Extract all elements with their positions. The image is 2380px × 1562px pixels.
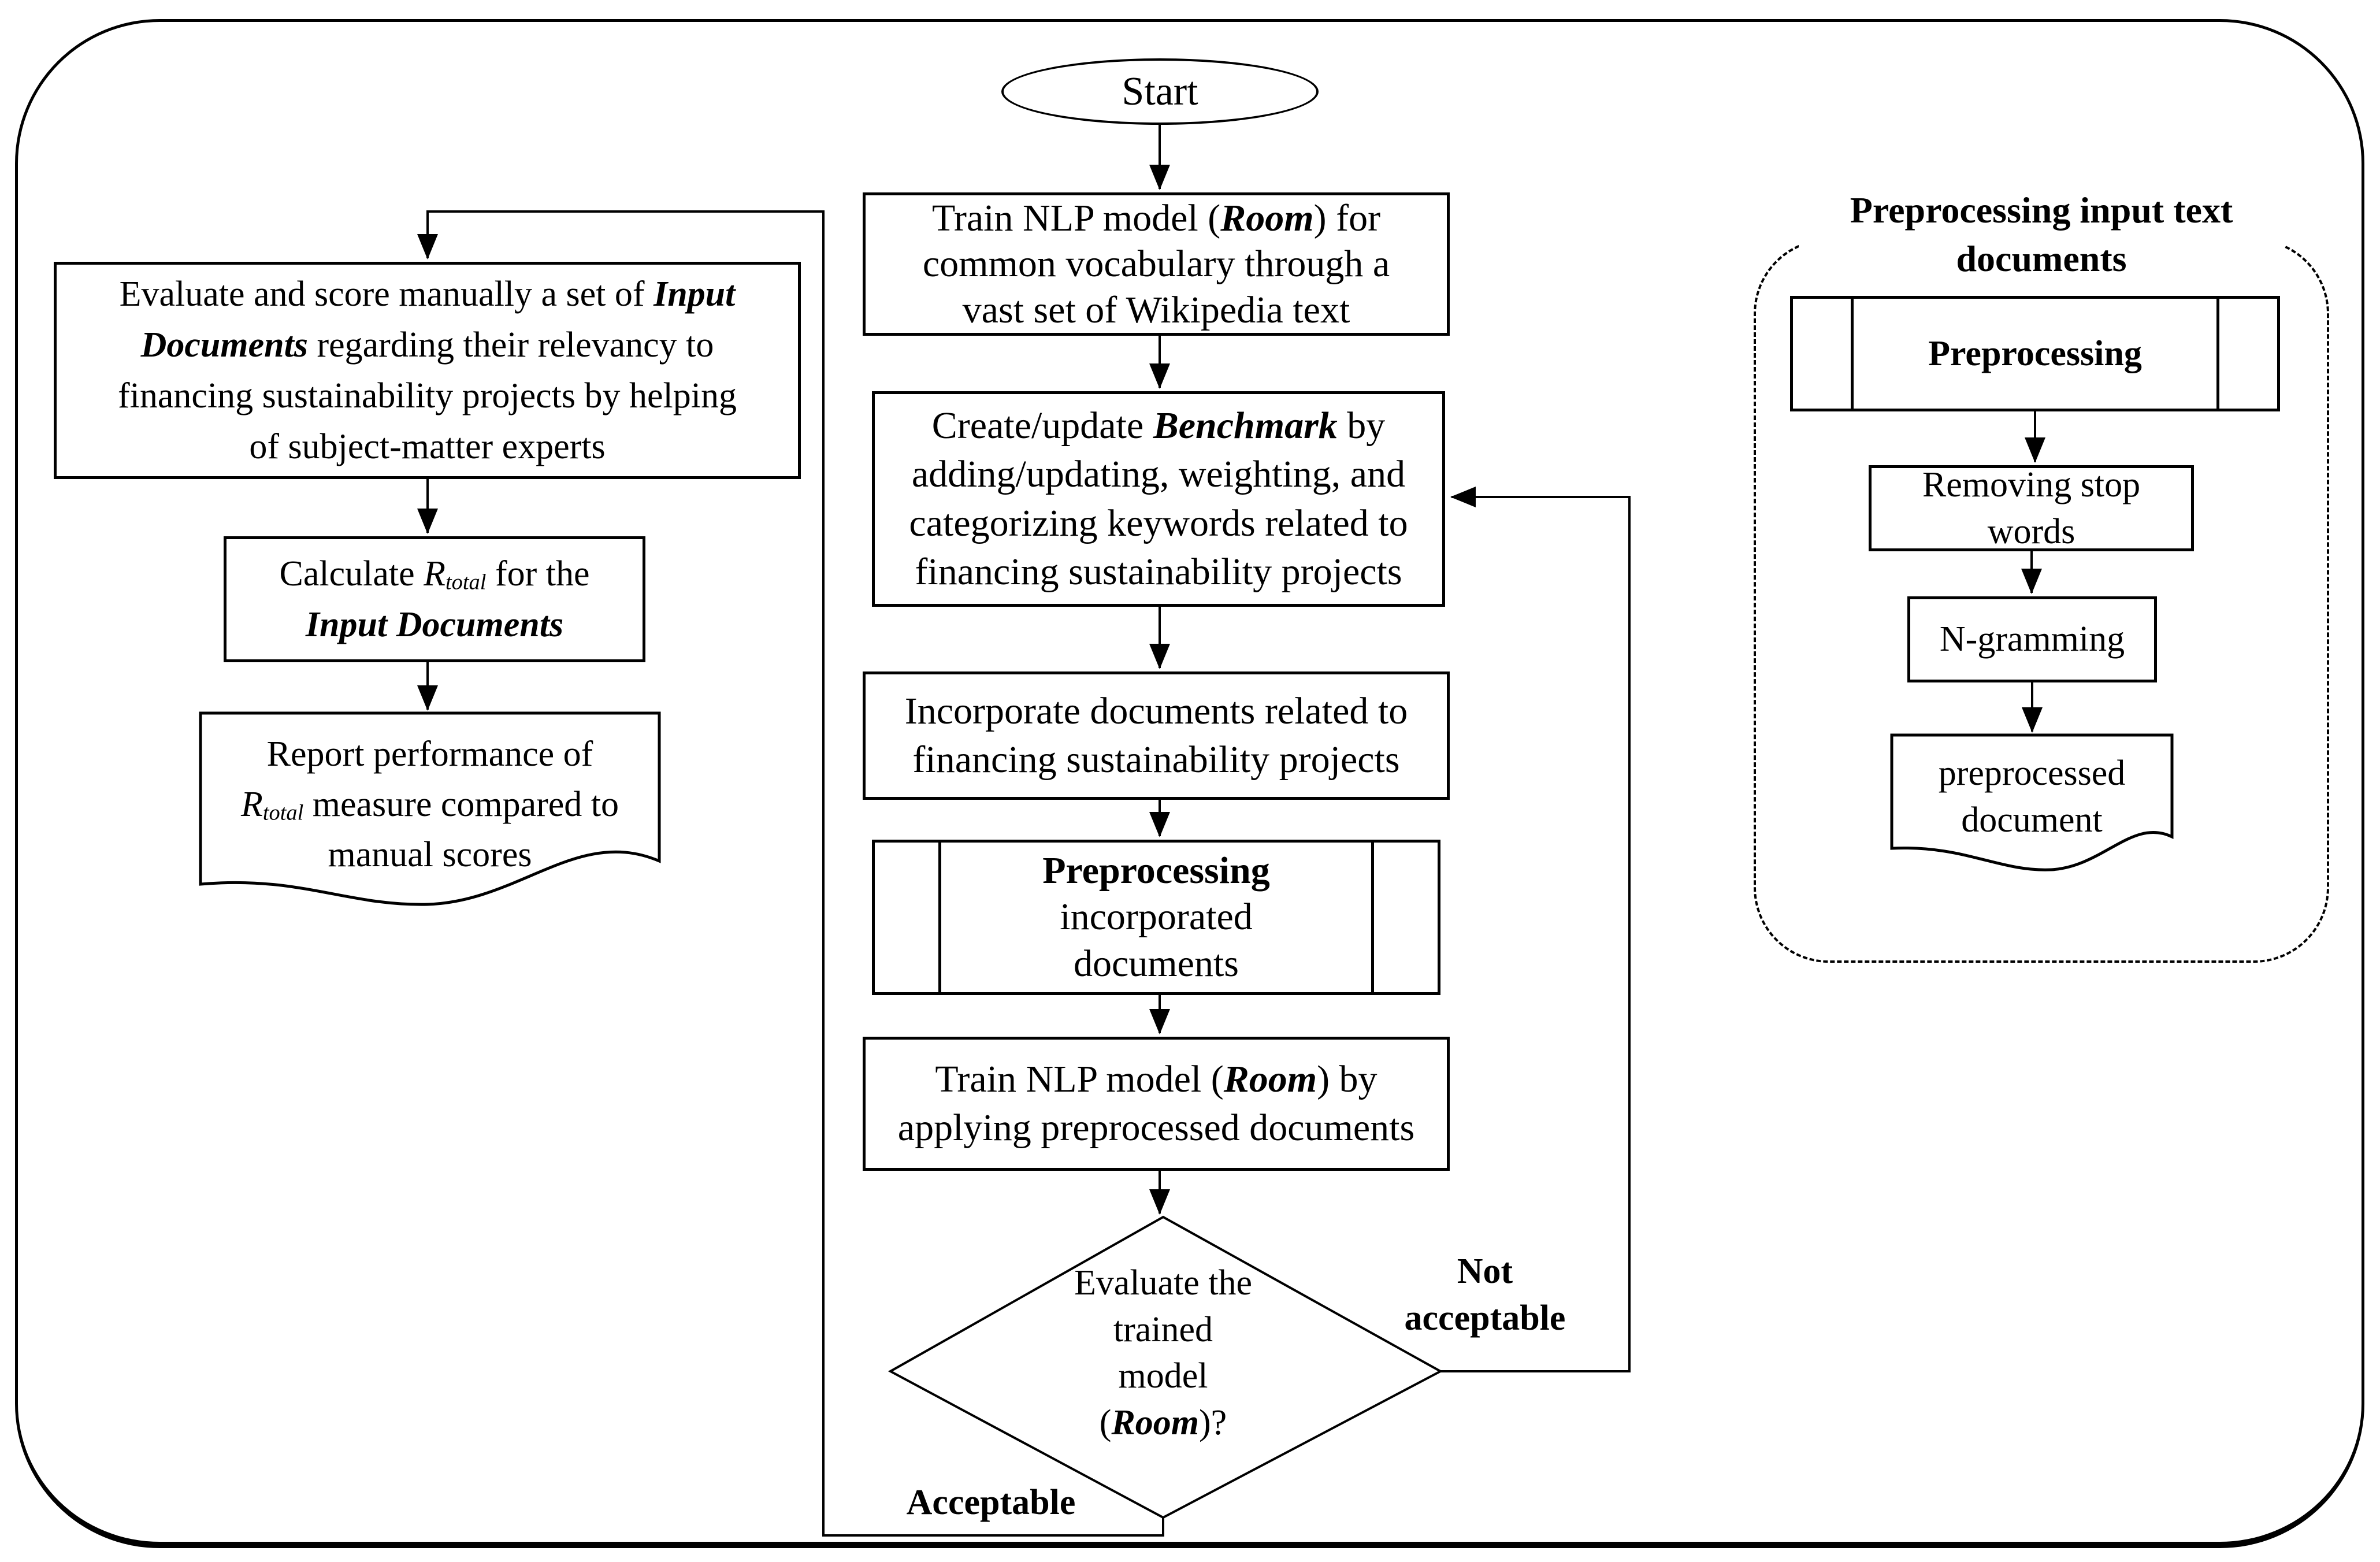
report-document-shape [199, 711, 661, 906]
evaluate-manual-text: Evaluate and score manually a set of Inp… [117, 274, 737, 467]
decision-diamond-shape [888, 1215, 1443, 1519]
predefined-process-right-bar [2216, 299, 2219, 409]
predefined-process-left-bar [938, 843, 941, 992]
n-gramming-box: N-gramming [1907, 596, 2157, 682]
preprocessing-text: Preprocessing [1928, 333, 2142, 373]
preprocessed-document-shape [1890, 733, 2174, 871]
evaluate-manual-box: Evaluate and score manually a set of Inp… [54, 262, 801, 479]
figure-border [15, 19, 2364, 1548]
arrow-not-acceptable-feedback [1440, 487, 1631, 1372]
acceptable-branch-label: Acceptable [906, 1483, 1076, 1522]
arrow-acceptable-to-evaluate-manual [417, 210, 1164, 1537]
predefined-process-right-bar [1371, 843, 1374, 992]
start-label: Start [1122, 69, 1198, 114]
n-gramming-text: N-gramming [1939, 619, 2125, 659]
predefined-process-left-bar [1851, 299, 1854, 409]
preprocessing-predefined-box: Preprocessing [1790, 296, 2280, 411]
start-node: Start [1001, 58, 1319, 125]
